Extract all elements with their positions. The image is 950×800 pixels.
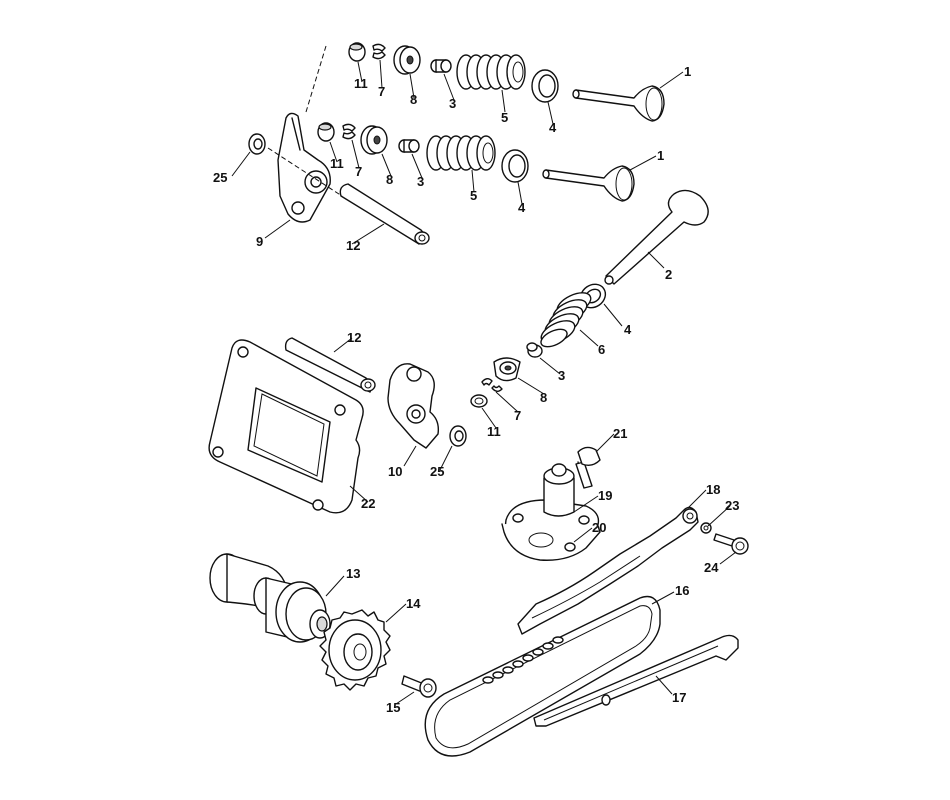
callout-10: 10 (388, 464, 402, 479)
callout-16: 16 (675, 583, 689, 598)
spring-retainer-8c (493, 357, 521, 382)
spring-retainer-8b (360, 125, 388, 155)
callout-19: 19 (598, 488, 612, 503)
callout-8: 8 (540, 390, 547, 405)
valve-seal-3b (398, 139, 420, 153)
valve-spring-5b (426, 135, 496, 171)
tensioner-bolt-21 (575, 446, 601, 489)
callout-7: 7 (355, 164, 362, 179)
pivot-bolt-24 (713, 533, 749, 555)
valve-cap-11c (470, 394, 488, 408)
valve-row-lower (317, 122, 635, 202)
callout-5: 5 (501, 110, 508, 125)
callout-11: 11 (354, 76, 368, 91)
callout-20: 20 (592, 520, 606, 535)
spring-retainer-8a (393, 45, 421, 75)
callout-24: 24 (704, 560, 719, 575)
callout-8: 8 (386, 172, 393, 187)
assembly-line (305, 45, 327, 113)
callout-11: 11 (330, 156, 344, 171)
callout-13: 13 (346, 566, 360, 581)
callout-23: 23 (725, 498, 739, 513)
chain-links (482, 636, 564, 684)
rocker-arm-9 (277, 112, 331, 223)
callout-9: 9 (256, 234, 263, 249)
callout-25: 25 (430, 464, 444, 479)
callout-3: 3 (449, 96, 456, 111)
callout-25: 25 (213, 170, 227, 185)
callout-18: 18 (706, 482, 720, 497)
valve-seal-3a (430, 59, 452, 73)
callout-1: 1 (684, 64, 691, 79)
camshaft-13 (209, 553, 331, 643)
valve-spring-6 (540, 292, 592, 348)
rocker-shaft-12b (284, 337, 376, 393)
tensioner-arm-18 (517, 506, 699, 635)
callout-2: 2 (665, 267, 672, 282)
sprocket-bolt-15 (401, 675, 437, 698)
callout-22: 22 (361, 496, 375, 511)
thrust-washer-25a (248, 133, 266, 155)
spring-seat-4b (501, 149, 529, 183)
callout-4: 4 (518, 200, 526, 215)
valve-spring-5a (456, 54, 526, 90)
rocker-arm-10 (387, 363, 440, 449)
chain-guide-17 (533, 634, 739, 727)
callout-8: 8 (410, 92, 417, 107)
callout-labels: 1 1 2 3 3 3 4 4 4 5 5 6 7 7 7 8 8 8 9 10… (213, 64, 739, 715)
valve-1a (572, 85, 665, 122)
callout-15: 15 (386, 700, 400, 715)
valve-row-upper (348, 42, 665, 122)
callout-3: 3 (417, 174, 424, 189)
callout-1: 1 (657, 148, 664, 163)
cam-sprocket-14 (319, 609, 391, 691)
callout-3: 3 (558, 368, 565, 383)
spring-seat-4a (531, 69, 559, 103)
valve-seal-3c (526, 342, 543, 358)
assembly-line (267, 147, 343, 197)
callout-12: 12 (347, 330, 361, 345)
valve-cap-11a (348, 42, 366, 62)
callout-11: 11 (487, 424, 501, 439)
valve-1b (542, 165, 635, 202)
callout-14: 14 (406, 596, 421, 611)
rocker-shaft-12a (339, 183, 430, 245)
callout-5: 5 (470, 188, 477, 203)
callout-4: 4 (624, 322, 632, 337)
callout-17: 17 (672, 690, 686, 705)
valve-keeper-7c (481, 378, 503, 392)
valve-keeper-7a (372, 43, 386, 60)
callout-7: 7 (378, 84, 385, 99)
callout-4: 4 (549, 120, 557, 135)
callout-21: 21 (613, 426, 627, 441)
leader-lines (231, 59, 737, 705)
callout-6: 6 (598, 342, 605, 357)
valve-2 (604, 189, 709, 285)
thrust-washer-25b (449, 425, 467, 447)
callout-7: 7 (514, 408, 521, 423)
cylinder-head-gasket-22 (208, 339, 364, 514)
tensioner-gasket-20 (501, 523, 601, 561)
cam-chain-16 (424, 595, 661, 757)
valve-keeper-7b (342, 123, 356, 140)
callout-12: 12 (346, 238, 360, 253)
valve-cap-11b (317, 122, 335, 142)
